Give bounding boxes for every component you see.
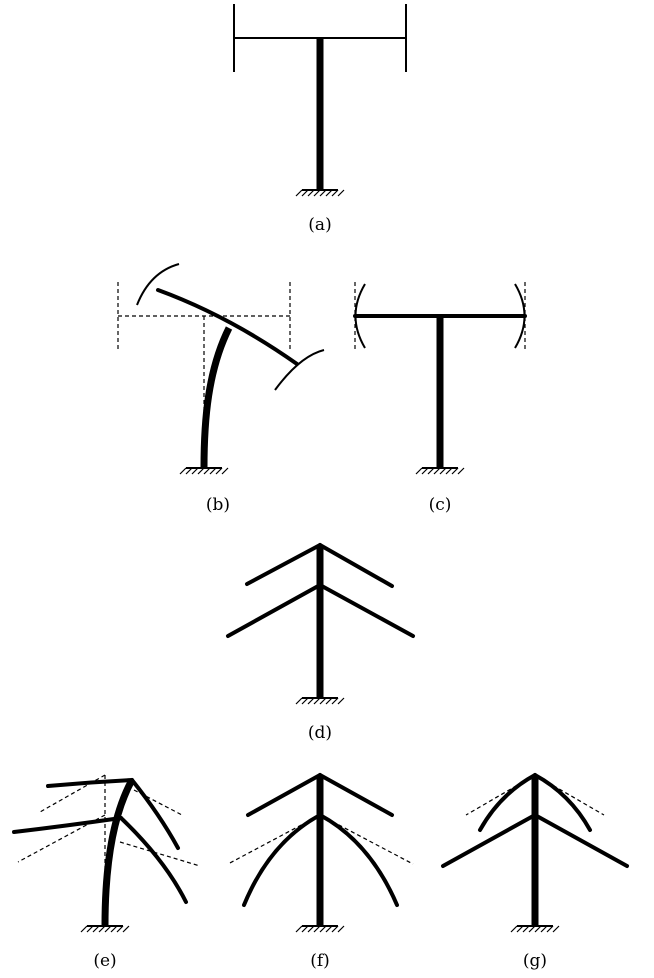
caption-d: (d)	[308, 723, 332, 743]
reference-upper-right-g	[534, 774, 605, 816]
reference-upper-left-e	[39, 774, 106, 813]
end-arc-right-c	[514, 283, 526, 349]
panel-b: (b)	[117, 263, 325, 515]
caption-g: (g)	[523, 951, 547, 971]
rotated-beam-b	[156, 288, 299, 366]
upper-branch-right-d	[318, 543, 394, 588]
panel-f: (f)	[227, 773, 414, 971]
upper-branch-right-f	[318, 773, 394, 817]
end-arc-left-b	[136, 263, 180, 306]
caption-e: (e)	[93, 951, 116, 971]
panel-g: (g)	[441, 773, 629, 971]
ground-support-c	[415, 467, 465, 475]
lower-branch-right-e	[119, 816, 188, 904]
caption-b: (b)	[206, 495, 230, 515]
bent-column-b	[200, 326, 233, 469]
lower-branch-right-g	[533, 813, 629, 868]
reference-upper-left-g	[465, 774, 536, 816]
lower-branch-left-e	[12, 816, 123, 834]
end-arc-left-c	[354, 283, 366, 349]
panel-c: (c)	[353, 282, 527, 515]
lower-branch-right-d	[318, 583, 415, 638]
upper-branch-right-g	[533, 773, 592, 832]
ground-support-d	[295, 697, 345, 705]
lower-branch-left-f	[242, 813, 322, 907]
lower-branch-left-g	[441, 813, 537, 868]
panel-a: (a)	[233, 4, 407, 235]
panel-e: (e)	[12, 774, 201, 971]
ground-support-f	[295, 925, 345, 933]
upper-branch-left-f	[246, 773, 322, 817]
upper-branch-left-d	[245, 543, 322, 586]
upper-branch-left-e	[46, 778, 134, 788]
panel-d: (d)	[226, 543, 415, 743]
caption-a: (a)	[308, 215, 331, 235]
caption-c: (c)	[429, 495, 452, 515]
ground-support-b	[179, 467, 229, 475]
end-arc-right-b	[274, 349, 325, 391]
upper-branch-right-e	[130, 778, 180, 850]
upper-branch-left-g	[478, 773, 537, 832]
ground-support-a	[295, 189, 345, 197]
ground-support-g	[510, 925, 560, 933]
lower-branch-right-f	[318, 813, 399, 907]
ground-support-e	[80, 925, 130, 933]
caption-f: (f)	[310, 951, 330, 971]
bent-column-e	[101, 778, 136, 927]
lower-branch-left-d	[226, 583, 322, 638]
